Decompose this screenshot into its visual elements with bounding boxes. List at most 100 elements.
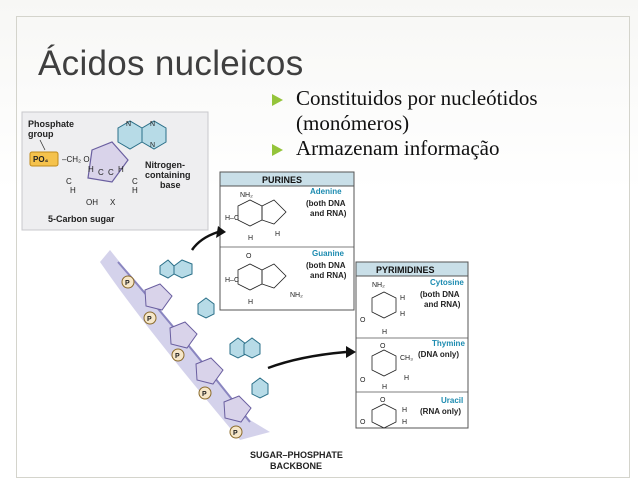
nitrogen-label: containing [145, 170, 191, 180]
cytosine-note: (both DNA [420, 290, 460, 299]
svg-text:C: C [98, 168, 104, 177]
cytosine-name: Cytosine [430, 278, 464, 287]
adenine-note: and RNA) [310, 209, 347, 218]
svg-text:O: O [380, 397, 386, 404]
nitrogen-label: base [160, 180, 181, 190]
x-label: X [110, 198, 116, 207]
adenine-note: (both DNA [306, 199, 346, 208]
svg-text:H: H [248, 299, 253, 306]
backbone-label: BACKBONE [270, 461, 322, 471]
p-label: P [125, 280, 130, 287]
adenine-name: Adenine [310, 187, 342, 196]
guanine-note: and RNA) [310, 271, 347, 280]
phosphate-icon [143, 311, 157, 325]
pyrimidines-panel: PYRIMIDINES NH₂ H H O H Cytosine (both D… [355, 261, 469, 429]
phosphate-icon [198, 386, 212, 400]
svg-text:H: H [400, 295, 405, 302]
phosphate-icon [229, 425, 243, 439]
base-icon [251, 377, 269, 399]
cytosine-note: and RNA) [424, 300, 461, 309]
p-label: P [233, 430, 238, 437]
svg-text:O: O [246, 253, 252, 260]
p-label: P [202, 391, 207, 398]
bullet-continuation: (monómeros) [296, 111, 410, 135]
adenine-nh2: NH₂ [240, 192, 253, 199]
sugar-ring-icon [87, 141, 129, 183]
svg-text:H–C: H–C [225, 215, 239, 222]
bullet-arrow-icon [272, 94, 283, 106]
nitrogen-label: Nitrogen- [145, 160, 185, 170]
thymine-note: (DNA only) [418, 350, 459, 359]
po4-label: PO₄ [33, 155, 49, 164]
sugar-label: 5-Carbon sugar [48, 214, 115, 224]
svg-text:C: C [108, 168, 114, 177]
svg-text:H: H [402, 419, 407, 426]
pyrimidines-header: PYRIMIDINES [376, 265, 435, 275]
nucleotide-panel: Phosphate group PO₄ –CH₂ O C H H C C H C… [21, 111, 209, 231]
svg-text:H: H [400, 311, 405, 318]
thymine-ring-icon [371, 349, 397, 377]
svg-text:N: N [150, 121, 155, 128]
bullet-text: Armazenam informação [296, 136, 500, 160]
svg-text:H: H [70, 186, 76, 195]
cytosine-ring-icon [371, 291, 397, 319]
thymine-ch3: CH₃ [400, 355, 413, 362]
sugar-icon [144, 283, 173, 311]
svg-text:H: H [88, 165, 94, 174]
phosphate-label: Phosphate [28, 119, 74, 129]
svg-text:H: H [118, 165, 124, 174]
svg-text:H: H [275, 231, 280, 238]
svg-text:O: O [360, 377, 366, 384]
svg-text:O: O [360, 317, 366, 324]
svg-text:N: N [126, 121, 131, 128]
p-label: P [175, 353, 180, 360]
svg-text:H: H [248, 235, 253, 242]
sugar-icon [169, 321, 198, 349]
svg-text:H: H [382, 329, 387, 336]
phosphate-icon [121, 275, 135, 289]
slide-frame [16, 16, 630, 478]
base-icon [197, 297, 215, 319]
bullet-list: Constituidos por nucleótidos (monómeros)… [272, 86, 538, 161]
bullet-item: Armazenam informação [272, 136, 538, 161]
purines-header: PURINES [262, 175, 302, 185]
svg-text:C: C [132, 177, 138, 186]
svg-text:C: C [66, 177, 72, 186]
sugar-icon [223, 395, 252, 423]
sugar-phosphate-backbone: P P P P P SUGAR–PHOSPHATE BACKBONE [100, 250, 343, 471]
svg-text:H–C: H–C [225, 277, 239, 284]
oh-label: OH [86, 198, 98, 207]
slide-title: Ácidos nucleicos [38, 44, 304, 83]
svg-text:O: O [360, 419, 366, 426]
p-label: P [147, 316, 152, 323]
svg-text:H: H [404, 375, 409, 382]
svg-text:H: H [382, 384, 387, 391]
guanine-note: (both DNA [306, 261, 346, 270]
svg-text:H: H [402, 407, 407, 414]
arrow-icon [190, 230, 219, 251]
phosphate-label: group [28, 129, 54, 139]
svg-text:H: H [132, 186, 138, 195]
bullet-arrow-icon [272, 144, 283, 156]
sugar-icon [195, 357, 224, 385]
backbone-label: SUGAR–PHOSPHATE [250, 450, 343, 460]
arrow-icon [267, 350, 347, 370]
uracil-name: Uracil [441, 396, 463, 405]
phosphate-icon [171, 348, 185, 362]
guanine-name: Guanine [312, 249, 345, 258]
guanine-nh2: NH₂ [290, 292, 303, 299]
phosphate-group-icon [29, 151, 59, 167]
svg-text:–CH₂ O: –CH₂ O [62, 155, 90, 164]
svg-text:O: O [380, 343, 386, 350]
uracil-ring-icon [371, 403, 397, 429]
thymine-name: Thymine [432, 339, 465, 348]
cytosine-nh2: NH₂ [372, 282, 385, 289]
bullet-text: Constituidos por nucleótidos [296, 86, 538, 110]
base-icon [173, 259, 193, 279]
uracil-note: (RNA only) [420, 407, 461, 416]
bullet-item: Constituidos por nucleótidos [272, 86, 538, 111]
svg-text:N: N [150, 142, 155, 149]
purines-panel: PURINES NH₂ H–C H H Adenine (both DNA an… [219, 171, 355, 311]
